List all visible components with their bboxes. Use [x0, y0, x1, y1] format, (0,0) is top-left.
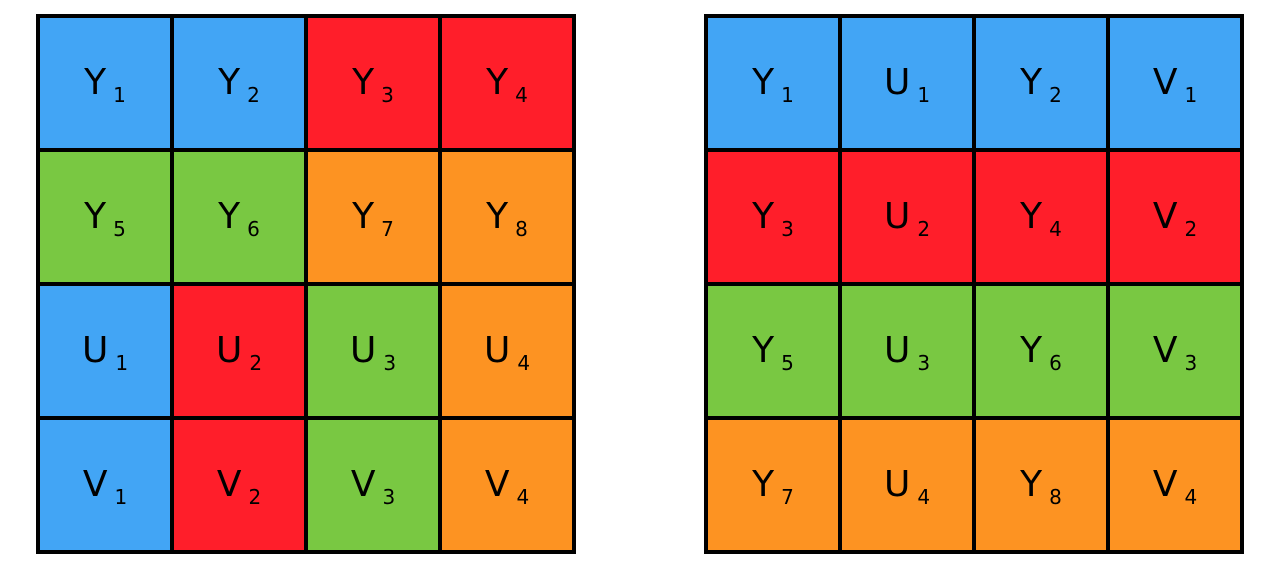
cell-subscript: 7	[381, 217, 394, 241]
cell-subscript: 4	[1049, 217, 1062, 241]
cell-symbol: U	[349, 330, 377, 371]
cell-symbol: U	[483, 330, 511, 371]
cell-symbol: Y	[1020, 196, 1043, 237]
cell-symbol: Y	[84, 196, 107, 237]
cell-symbol: Y	[352, 196, 375, 237]
cell-subscript: 1	[113, 83, 126, 107]
cell-subscript: 2	[917, 217, 931, 241]
cell-symbol: U	[883, 330, 911, 371]
cell-subscript: 3	[382, 485, 396, 509]
cell-subscript: 6	[247, 217, 260, 241]
cell-symbol: Y	[752, 464, 775, 505]
cell-subscript: 4	[917, 485, 931, 509]
cell-symbol: Y	[486, 62, 509, 103]
cell-subscript: 3	[781, 217, 794, 241]
cell-symbol: Y	[1020, 62, 1043, 103]
cell-subscript: 1	[1184, 83, 1198, 107]
cell-subscript: 2	[248, 485, 262, 509]
cell-symbol: Y	[752, 196, 775, 237]
cell-symbol: U	[883, 62, 911, 103]
cell-symbol: V	[1152, 464, 1178, 505]
cell-subscript: 1	[917, 83, 931, 107]
cell-subscript: 1	[115, 351, 129, 375]
cell-subscript: 2	[1049, 83, 1062, 107]
cell-subscript: 3	[383, 351, 397, 375]
cell-subscript: 1	[781, 83, 794, 107]
cell-subscript: 5	[113, 217, 126, 241]
cell-symbol: U	[883, 196, 911, 237]
cell-subscript: 3	[1184, 351, 1198, 375]
cell-subscript: 2	[1184, 217, 1198, 241]
cell-symbol: Y	[752, 330, 775, 371]
cell-symbol: Y	[1020, 330, 1043, 371]
cell-symbol: V	[82, 464, 108, 505]
cell-subscript: 8	[515, 217, 528, 241]
cell-symbol: V	[1152, 330, 1178, 371]
cell-symbol: U	[215, 330, 243, 371]
cell-subscript: 4	[517, 351, 531, 375]
cell-subscript: 2	[249, 351, 263, 375]
cell-symbol: Y	[218, 62, 241, 103]
cell-subscript: 4	[515, 83, 528, 107]
cell-subscript: 4	[1184, 485, 1198, 509]
cell-symbol: Y	[1020, 464, 1043, 505]
cell-symbol: U	[81, 330, 109, 371]
cell-symbol: Y	[752, 62, 775, 103]
cell-symbol: V	[484, 464, 510, 505]
cell-subscript: 8	[1049, 485, 1062, 509]
cell-symbol: U	[883, 464, 911, 505]
cell-symbol: V	[216, 464, 242, 505]
cell-subscript: 5	[781, 351, 794, 375]
cell-subscript: 2	[247, 83, 260, 107]
cell-subscript: 3	[381, 83, 394, 107]
cell-symbol: V	[1152, 196, 1178, 237]
cell-subscript: 6	[1049, 351, 1062, 375]
cell-symbol: Y	[486, 196, 509, 237]
cell-symbol: Y	[218, 196, 241, 237]
cell-symbol: V	[1152, 62, 1178, 103]
cell-symbol: Y	[84, 62, 107, 103]
cell-symbol: Y	[352, 62, 375, 103]
cell-subscript: 4	[516, 485, 530, 509]
cell-subscript: 3	[917, 351, 931, 375]
cell-symbol: V	[350, 464, 376, 505]
cell-subscript: 7	[781, 485, 794, 509]
cell-subscript: 1	[114, 485, 128, 509]
